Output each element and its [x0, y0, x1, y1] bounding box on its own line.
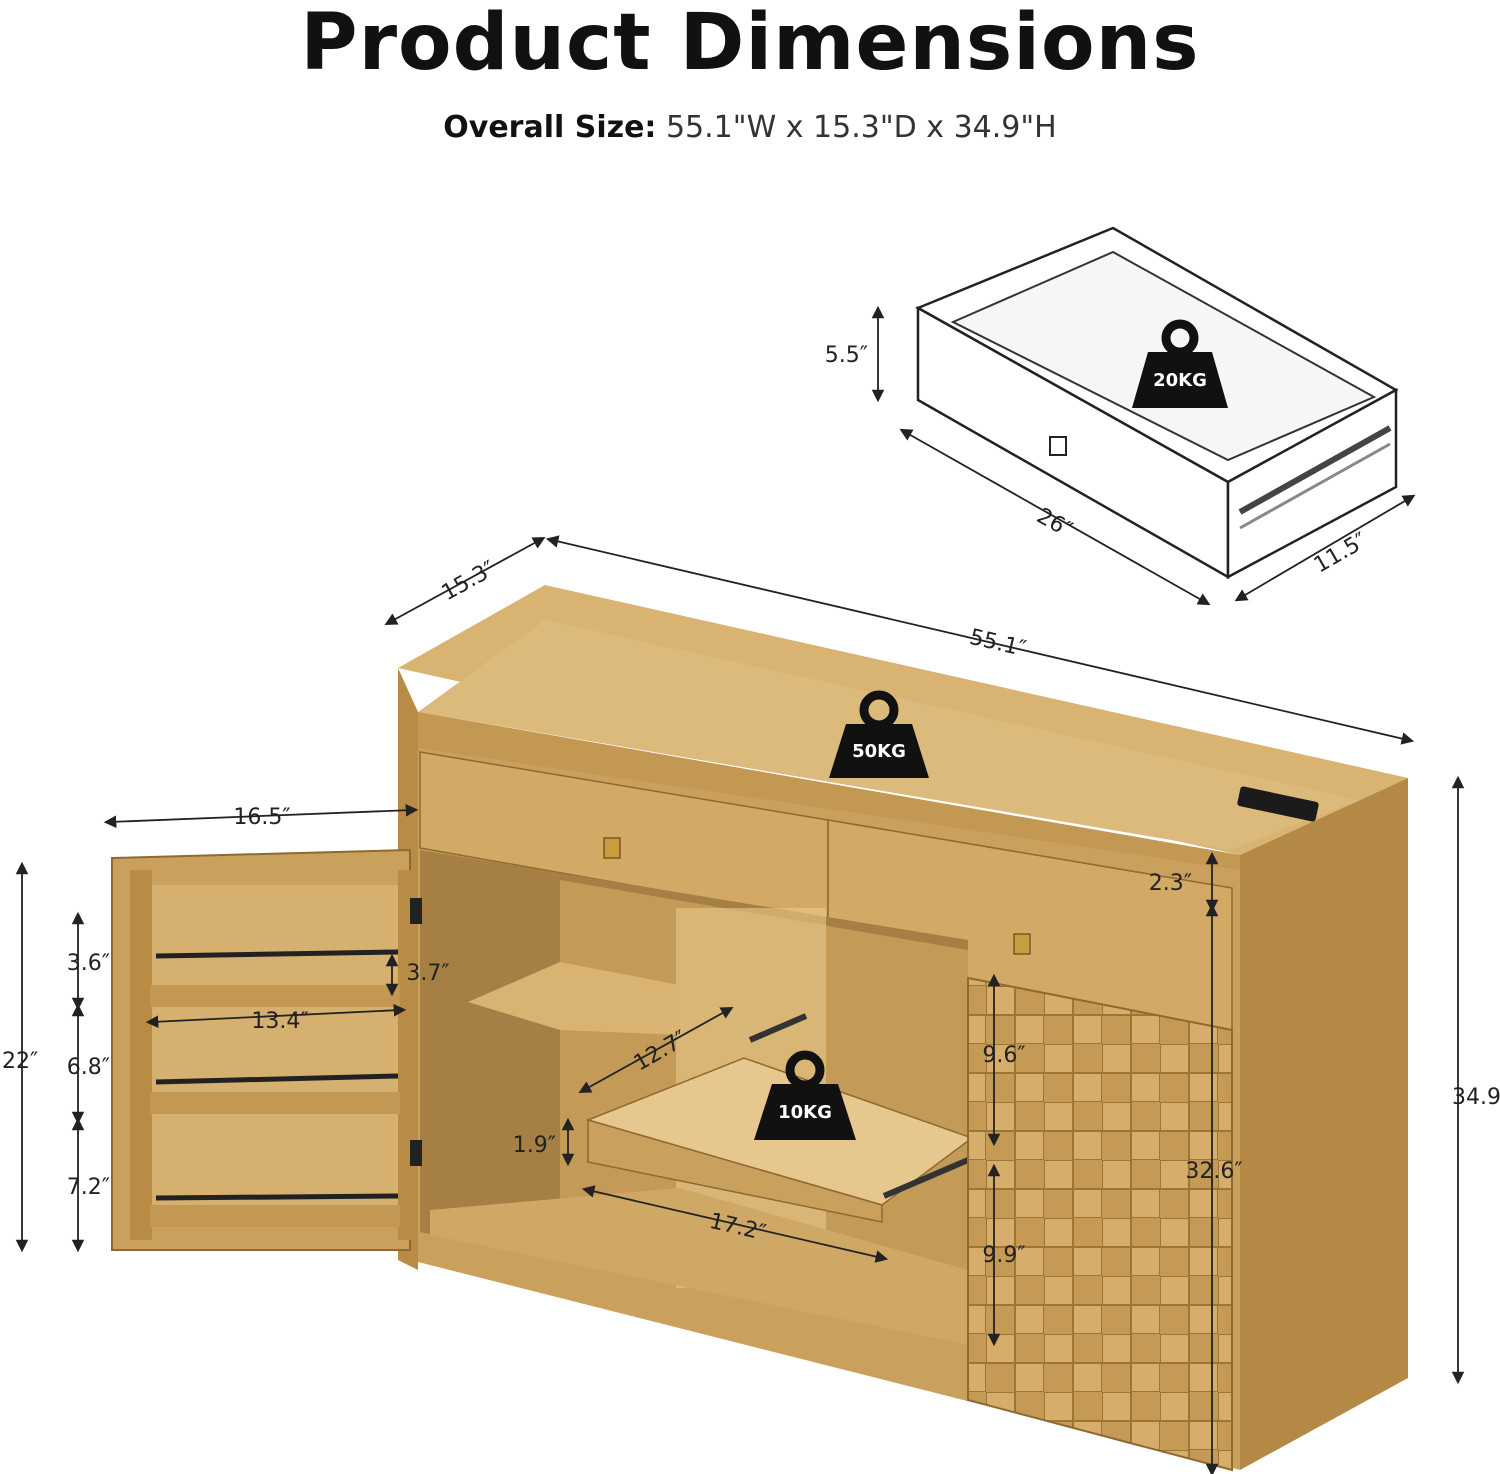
overall-size: Overall Size: 55.1"W x 15.3"D x 34.9"H — [0, 108, 1500, 148]
door-shelf-3-label: 7.2″ — [67, 1175, 110, 1200]
drawer-load: 20KG — [1153, 370, 1207, 391]
door-shelf-1-label: 3.6″ — [67, 951, 110, 976]
drawer-front-label: 2.3″ — [1149, 871, 1192, 896]
hinge-top-icon — [410, 898, 422, 924]
right-lower-label: 9.9″ — [982, 1243, 1025, 1268]
top-load: 50KG — [852, 741, 906, 762]
power-outlet-icon — [1237, 786, 1319, 822]
drawer-height-label: 5.5″ — [825, 343, 868, 368]
door-shelf-width-label: 13.4″ — [251, 1009, 308, 1034]
door-rail-middle — [155, 1073, 399, 1085]
drawer-width-label: 11.5″ — [1310, 528, 1372, 578]
overall-size-label: Overall Size: — [443, 110, 657, 145]
right-upper-label: 9.6″ — [982, 1043, 1025, 1068]
drawer-length-label: 26″ — [1032, 504, 1076, 543]
tray-load: 10KG — [778, 1102, 832, 1123]
drawer-knob-left-icon — [603, 837, 621, 859]
overall-size-value: 55.1"W x 15.3"D x 34.9"H — [665, 110, 1057, 145]
drawer-weight-badge: 20KG — [1132, 319, 1228, 408]
cabinet-width-label: 55.1″ — [967, 625, 1028, 662]
right-inner-height-label: 32.6″ — [1185, 1159, 1242, 1184]
cabinet-height-label: 34.9″ — [1452, 1085, 1500, 1110]
hinge-bottom-icon — [410, 1140, 422, 1166]
cabinet-depth-label: 15.3″ — [438, 557, 500, 607]
door-rail-top — [155, 949, 399, 959]
door-rail-gap-label: 3.7″ — [406, 961, 449, 986]
tray-height-label: 1.9″ — [513, 1133, 556, 1158]
door-rail-bottom — [155, 1193, 399, 1201]
door-height-label: 22″ — [2, 1049, 38, 1074]
door-width-label: 16.5″ — [233, 805, 290, 830]
page-title: Product Dimensions — [300, 0, 1200, 88]
drawer-knob-right-icon — [1013, 933, 1031, 955]
tray-weight-badge: 10KG — [754, 1050, 856, 1140]
door-shelf-2-label: 6.8″ — [67, 1055, 110, 1080]
